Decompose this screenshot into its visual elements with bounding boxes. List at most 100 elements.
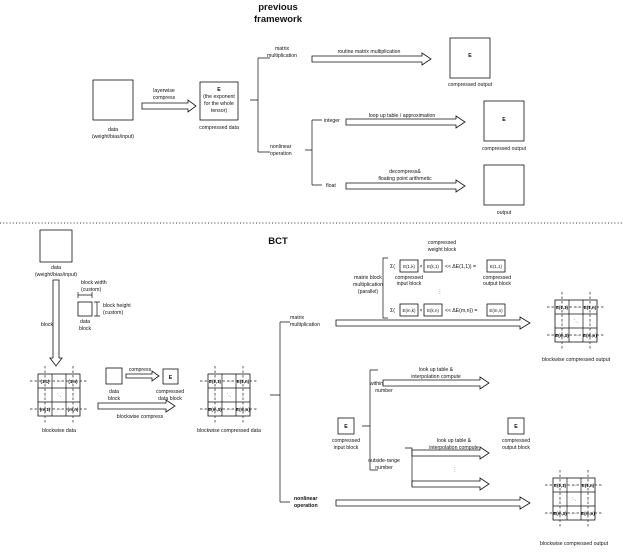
bcg-cell-1: ⋯ (227, 379, 231, 384)
blockwise-data-label: blockwise data (42, 428, 76, 434)
prev-data-label-sub: (weight/bias/input) (92, 134, 134, 140)
bdg-cell-0: (1,1) (40, 379, 50, 384)
og2-cell-1: ⋯ (572, 483, 576, 488)
eq2-out: E(m,n) (489, 308, 503, 313)
cob-label: compressed (483, 275, 511, 281)
block-width-label: block width (81, 280, 107, 286)
bcg-cell-3: ⋮ (213, 393, 217, 398)
bct-title: BCT (268, 236, 288, 247)
within-label-sub: number (375, 388, 393, 394)
cib-label-sub: input block (397, 281, 422, 287)
prev-data-label: data (108, 127, 118, 133)
bct-block-label: data (80, 319, 90, 325)
block-height-label-sub: (custom) (103, 310, 123, 316)
block-label: block (41, 322, 54, 328)
blockwise-compressed-grid (200, 366, 258, 424)
og1-cell-0: E(1,1) (556, 305, 568, 310)
bct-nl-input-block (337, 417, 355, 435)
bct-nl-e-out: E (514, 424, 518, 430)
bct-matrix-arrow (335, 316, 531, 330)
prev-nonlinear-bracket (305, 119, 322, 186)
cdb-label-sub: data block (158, 396, 182, 402)
og1-cell-4: ⋱ (574, 319, 578, 324)
block-width-label-sub: (custom) (81, 287, 101, 293)
mbm-bracket (382, 257, 388, 319)
mbm-label-3: (parallel) (358, 289, 378, 295)
bcg-cell-7: ⋯ (227, 407, 231, 412)
cib2-label: compressed (332, 438, 360, 444)
lut1-label-sub: interpolation compute (411, 374, 461, 380)
cob-label-sub: output block (483, 281, 511, 287)
blockwise-compress-label: blockwise compress (117, 414, 164, 420)
prev-out-box-1 (449, 37, 491, 79)
bdg-cell-5: ⋮ (71, 393, 75, 398)
prev-nonlinear-label-sub: operation (270, 151, 292, 157)
og1-cell-3: ⋮ (560, 319, 564, 324)
eq1-box-b (423, 259, 443, 273)
block-arrow (49, 279, 63, 367)
cob2-label-sub: output block (502, 445, 530, 451)
bct-nonlinear-label-sub: operation (294, 503, 318, 509)
bct-e-small: E (169, 375, 173, 381)
eq1-rest: << ΔE(1,1)) = (445, 264, 476, 270)
integer-label: integer (324, 118, 340, 124)
eq1-a: E(1,k) (403, 264, 415, 269)
prev-out-e1: E (468, 53, 472, 59)
previous-title-line2: framework (254, 14, 303, 25)
prev-out-box-2 (483, 100, 525, 142)
outside-arrow-1 (411, 446, 490, 460)
bct-nl-output-block (507, 417, 525, 435)
prev-e-desc1: (the exponent (203, 94, 235, 100)
mbm-label-2: multiplication (353, 282, 383, 288)
float-label: float (326, 183, 336, 189)
layerwise-label: layerwise (153, 88, 175, 94)
cob2-label: compressed (502, 438, 530, 444)
bco-label-1: blockwise compressed output (542, 357, 611, 363)
bct-nonlinear-arrow (335, 496, 531, 510)
integer-arrow (345, 115, 466, 129)
eq2-box-a (399, 303, 419, 317)
bct-data-label: data (51, 265, 61, 271)
cib2-label-sub: input block (334, 445, 359, 451)
bct-branch-bracket (270, 321, 290, 503)
layerwise-arrow (141, 99, 197, 113)
bct-compress-db-label-sub: block (108, 396, 121, 402)
bct-matrix-output-grid (547, 292, 605, 350)
compress-label: compress (129, 367, 152, 373)
og1-cell-7: ⋯ (574, 333, 578, 338)
within-arrow (382, 376, 490, 390)
lut2-label-sub: interpolation compute (429, 445, 479, 451)
prev-matrix-label: matrix (275, 46, 290, 52)
prev-e-desc2: for the whole (204, 101, 234, 107)
bct-nonlinear-output-grid (545, 470, 603, 528)
eq2-b: E(k,n) (427, 308, 439, 313)
og1-cell-6: E(m,1) (555, 333, 569, 338)
eq1-box-a (399, 259, 419, 273)
bct-nonlinear-label: nonlinear (294, 496, 317, 502)
bct-matrix-label-sub: multiplication (290, 322, 320, 328)
eq1-times: × (419, 264, 422, 270)
blockwise-compress-arrow (97, 399, 176, 413)
bct-compress-data-block (105, 367, 123, 385)
prev-out-e2: E (502, 117, 506, 123)
previous-title-line1: previous (258, 2, 298, 13)
eq1-box-out (486, 259, 506, 273)
eq2-rest: << ΔE(m,n)) = (445, 308, 477, 314)
bcg-cell-4: ⋱ (227, 393, 231, 398)
bcg-cell-6: E(m,1) (208, 407, 222, 412)
bct-compress-db-label: data (109, 389, 119, 395)
prev-compressed-data-label: compressed data (199, 125, 239, 131)
decompress-label: decompress& (389, 169, 421, 175)
lut1-label: look up table & (419, 367, 454, 373)
og2-cell-2: E(1,n) (582, 483, 595, 488)
bdg-cell-6: (m,1) (40, 407, 51, 412)
bcg-cell-5: ⋮ (241, 393, 245, 398)
float-arrow (345, 179, 466, 193)
cdb-label: compressed (156, 389, 184, 395)
decompress-label-sub: floating point arithmetic (378, 176, 432, 182)
lookup-label: loop up table / approximation (369, 113, 436, 119)
eq2-box-b (423, 303, 443, 317)
prev-matrix-label-sub: multiplication (267, 53, 297, 59)
mbm-label: matrix block (354, 275, 382, 281)
eq1-sigma: Σ( (390, 264, 395, 270)
